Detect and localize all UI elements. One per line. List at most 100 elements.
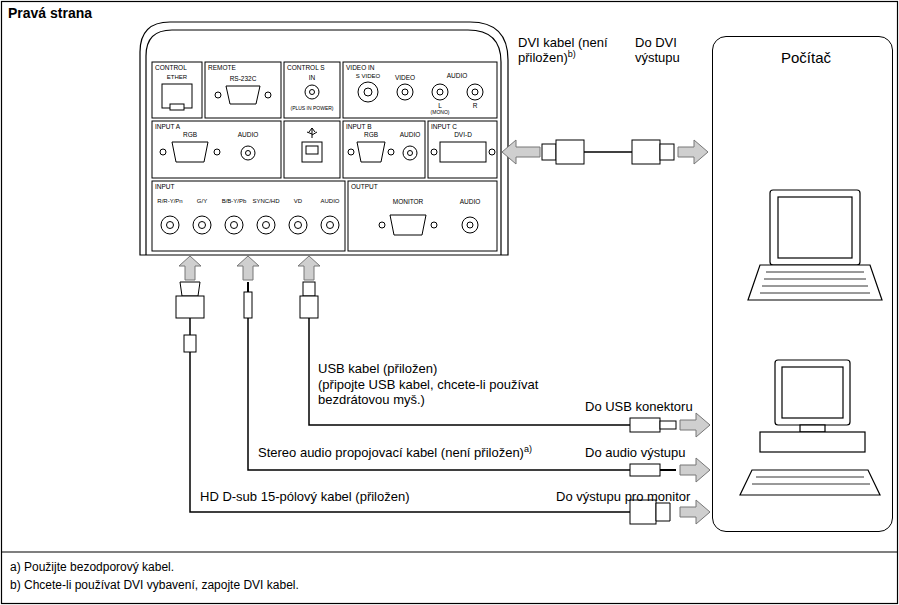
frame <box>2 551 898 552</box>
label: Do DVI výstupu <box>635 36 710 66</box>
label: DVI kabel (není přiložen) <box>518 35 608 65</box>
label: CONTROL <box>155 64 187 71</box>
label: RGB <box>364 131 378 138</box>
ports <box>225 216 243 234</box>
label: S VIDEO <box>356 73 380 80</box>
label: B/B-Y/Pb <box>222 198 247 205</box>
plug <box>660 144 674 160</box>
ports <box>193 216 211 234</box>
ports <box>379 222 385 228</box>
laptop-figure <box>770 190 860 265</box>
ports <box>467 222 473 228</box>
ports <box>214 149 220 155</box>
desktop-figure <box>760 432 865 452</box>
ports <box>289 216 307 234</box>
title: Pravá strana <box>8 5 92 21</box>
label: OUTPUT <box>351 183 378 190</box>
label: AUDIO <box>320 198 339 205</box>
ports <box>402 89 408 95</box>
cable <box>584 151 632 153</box>
ports <box>241 146 255 160</box>
label: INPUT C <box>431 123 457 130</box>
footnote-mark: a) <box>524 444 532 454</box>
ports <box>489 149 495 155</box>
label: AUDIO <box>400 131 421 138</box>
desktop-figure <box>740 360 880 495</box>
laptop-figure <box>748 265 882 300</box>
ports <box>215 92 221 98</box>
plug-arrow <box>237 256 259 280</box>
ports <box>408 151 413 156</box>
plug <box>303 282 315 296</box>
plug-arrow <box>680 413 710 437</box>
label: (PLUS IN POWER) <box>290 106 333 112</box>
connector-panel <box>205 62 281 118</box>
connector-panel <box>152 181 345 251</box>
ports <box>310 90 315 95</box>
ports <box>327 222 334 229</box>
ports <box>257 216 275 234</box>
label: HD D-sub 15-pólový kabel (přiložen) <box>200 490 410 505</box>
plug-arrow <box>179 256 201 280</box>
label: VD <box>294 198 302 205</box>
ports <box>172 142 208 162</box>
label: INPUT <box>155 183 175 190</box>
plug <box>630 464 660 476</box>
label: AUDIO <box>447 72 468 79</box>
plug-arrow <box>680 458 710 482</box>
label: RS-232C <box>230 75 257 82</box>
label: CONTROL S <box>287 64 325 71</box>
ports <box>170 104 184 110</box>
ports <box>160 82 495 235</box>
plug <box>632 140 660 164</box>
label: AUDIO <box>460 198 481 205</box>
label: RGB <box>183 131 197 138</box>
connector-panel <box>343 121 425 178</box>
ports <box>431 222 437 228</box>
ports <box>307 128 317 138</box>
label: USB kabel (přiložen) <box>318 362 437 377</box>
laptop-figure <box>778 197 852 258</box>
ports <box>437 89 443 95</box>
plug-arrow <box>179 140 710 524</box>
ports <box>358 82 378 102</box>
ports <box>265 92 271 98</box>
ports <box>432 84 448 100</box>
label: MONITOR <box>393 198 424 205</box>
ports <box>161 216 179 234</box>
label: a) Použijte bezodporový kabel. <box>10 561 174 575</box>
ports <box>246 151 251 156</box>
plug <box>244 292 252 318</box>
plug <box>247 282 249 292</box>
label: SYNC/HD <box>252 198 279 205</box>
cable <box>309 318 630 425</box>
ports <box>397 84 413 100</box>
label-group: DVI kabel (není přiložen)b) <box>518 36 623 66</box>
plug-arrow <box>298 256 320 280</box>
projector-body <box>146 30 501 255</box>
laptop-figure <box>748 190 882 300</box>
plug <box>176 296 204 318</box>
label: G/Y <box>197 198 207 205</box>
ports <box>302 142 322 162</box>
ports <box>306 146 318 154</box>
ports <box>431 149 437 155</box>
ports <box>388 149 394 155</box>
ports <box>305 85 319 99</box>
ports <box>321 216 339 234</box>
plug <box>656 503 670 521</box>
projector-body <box>140 22 508 255</box>
cable <box>248 318 630 470</box>
plug <box>300 296 318 318</box>
projector-body <box>140 22 508 255</box>
ports <box>199 222 206 229</box>
label: (připojte USB kabel, chcete-li používat … <box>318 378 576 408</box>
ports <box>403 146 417 160</box>
label: VIDEO <box>395 74 415 81</box>
connector-panel <box>152 121 281 178</box>
plug <box>184 335 196 352</box>
label: REMOTE <box>208 64 236 71</box>
ports <box>167 222 174 229</box>
